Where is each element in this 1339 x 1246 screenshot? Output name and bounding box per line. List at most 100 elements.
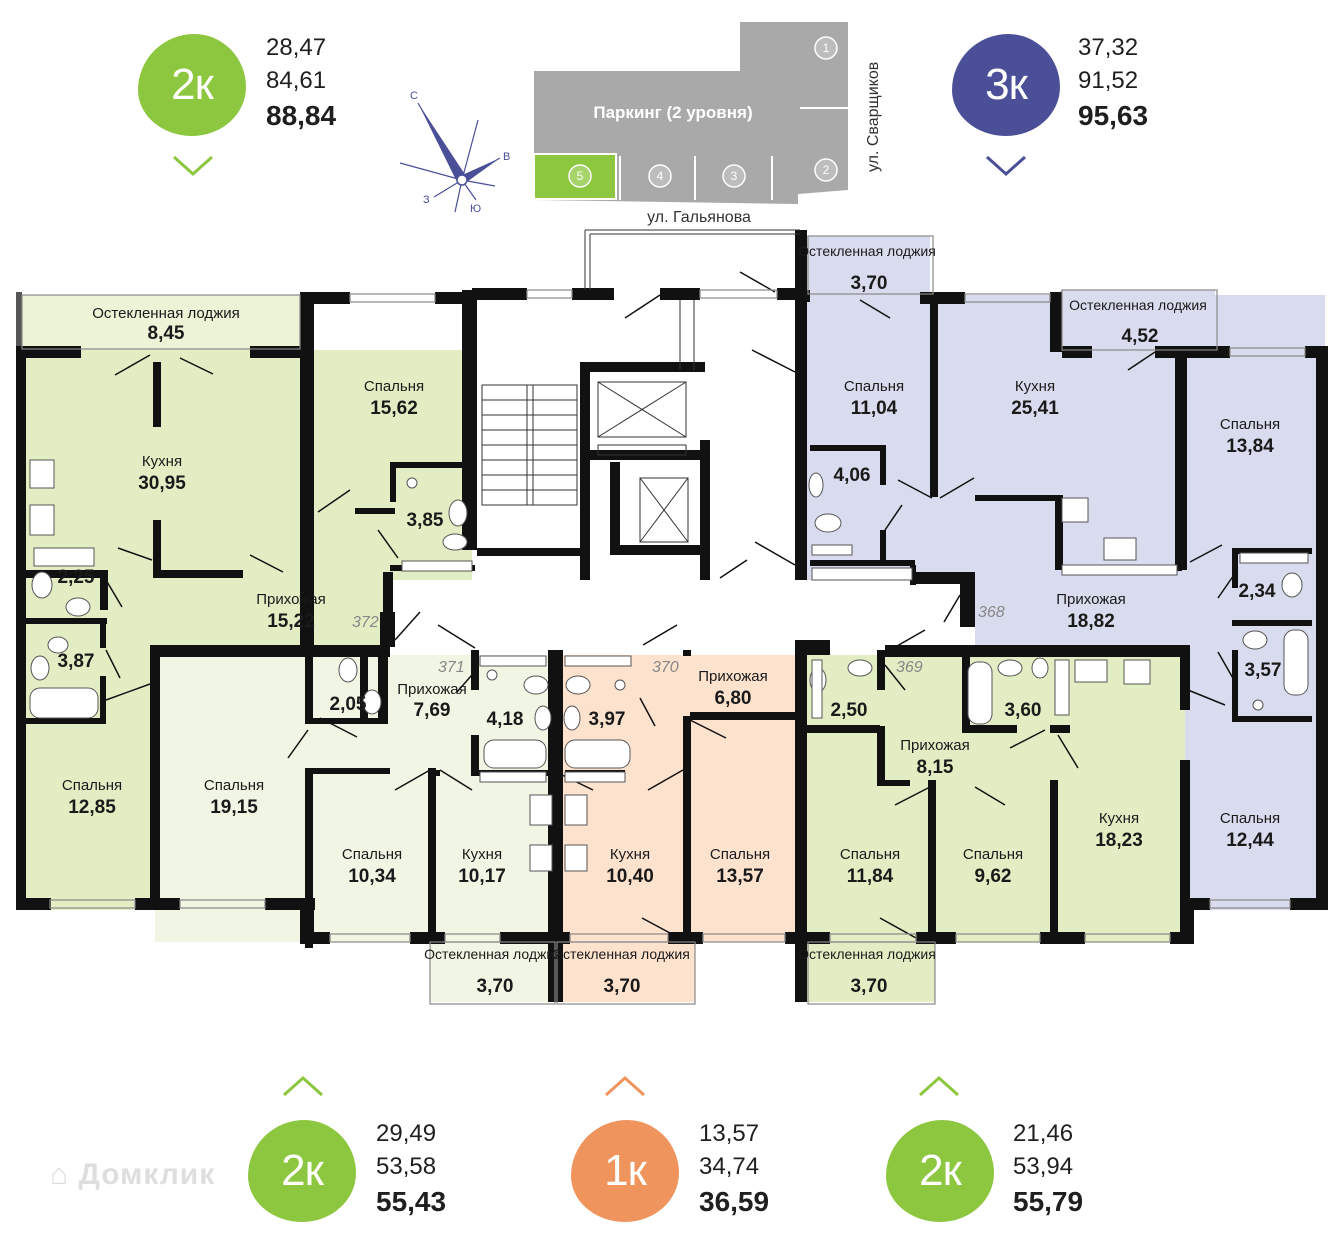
room-name: Остекленная лоджия xyxy=(1069,297,1207,313)
room-name: Кухня xyxy=(1015,378,1055,395)
bathtub-icon xyxy=(29,687,99,719)
room-name: Спальня xyxy=(342,846,402,863)
compass: С В Ю З xyxy=(399,90,510,215)
street-right: ул. Сварщиков xyxy=(865,62,882,172)
usable-area: 91,52 xyxy=(1078,67,1139,94)
room-labels: Остекленная лоджия 8,45 Кухня 30,95 Спал… xyxy=(58,243,1282,997)
washbasin-icon xyxy=(997,659,1023,677)
sink-icon xyxy=(564,794,588,826)
room-area: 3,85 xyxy=(407,510,444,531)
apartment-number: 369 xyxy=(896,659,923,676)
bathtub-icon xyxy=(967,661,993,725)
badge-blob: 2к xyxy=(138,34,246,136)
usable-area: 84,61 xyxy=(266,67,327,94)
watermark-text: Домклик xyxy=(78,1158,216,1191)
street-bottom: ул. Гальянова xyxy=(647,209,751,226)
washbasin-icon xyxy=(65,597,91,617)
room-area: 15,22 xyxy=(267,611,315,632)
badge-blob: 2к xyxy=(248,1120,356,1222)
room-area: 13,57 xyxy=(716,866,764,887)
room-name: Спальня xyxy=(963,846,1023,863)
core-details xyxy=(481,229,800,543)
room-area: 3,70 xyxy=(477,976,514,997)
toilet-icon xyxy=(814,513,842,533)
toilet-icon xyxy=(338,657,358,683)
room-area: 10,34 xyxy=(348,866,396,887)
toilet-icon xyxy=(442,533,468,551)
room-area: 2,25 xyxy=(58,567,95,588)
room-name: Прихожая xyxy=(900,737,970,754)
apartment-number: 371 xyxy=(438,659,465,676)
washbasin-icon xyxy=(563,705,581,731)
room-name: Кухня xyxy=(610,846,650,863)
washbasin-icon xyxy=(362,689,382,715)
room-area: 25,41 xyxy=(1011,398,1059,419)
living-area: 21,46 xyxy=(1013,1120,1074,1147)
room-name: Прихожая xyxy=(1056,591,1126,608)
sink-icon xyxy=(1103,537,1137,561)
living-area: 37,32 xyxy=(1078,34,1139,61)
total-area: 55,79 xyxy=(1013,1186,1084,1217)
chevron-up-icon[interactable] xyxy=(282,1074,324,1098)
chevron-down-icon[interactable] xyxy=(985,154,1027,178)
windows xyxy=(21,235,1306,1005)
room-area: 11,04 xyxy=(851,398,898,419)
room-name: Кухня xyxy=(1099,810,1139,827)
stove-icon xyxy=(1061,497,1089,523)
room-area: 8,15 xyxy=(917,757,954,778)
stove-icon xyxy=(1123,659,1151,685)
chevron-up-icon[interactable] xyxy=(604,1074,646,1098)
room-name: Спальня xyxy=(204,777,264,794)
chevron-up-icon[interactable] xyxy=(918,1074,960,1098)
total-area: 55,43 xyxy=(376,1186,447,1217)
sink-icon xyxy=(529,794,553,826)
bathtub-icon xyxy=(1283,629,1309,696)
chevron-down-icon[interactable] xyxy=(172,154,214,178)
room-name: Остекленная лоджия xyxy=(798,243,936,259)
parking-label: Паркинг (2 уровня) xyxy=(593,103,752,122)
room-area: 11,84 xyxy=(847,866,894,887)
room-area: 3,97 xyxy=(589,709,626,730)
room-name: Остекленная лоджия xyxy=(798,946,936,962)
room-area: 4,52 xyxy=(1122,326,1159,347)
room-name: Спальня xyxy=(844,378,904,395)
washbasin-icon xyxy=(534,705,552,731)
bathtub-icon xyxy=(483,739,547,769)
room-name: Спальня xyxy=(62,777,122,794)
stove-icon xyxy=(529,844,553,872)
living-area: 13,57 xyxy=(699,1120,760,1147)
room-name: Спальня xyxy=(710,846,770,863)
site-plan: Паркинг (2 уровня) 1 2 3 4 5 ул. Гальяно… xyxy=(533,22,882,226)
room-name: Прихожая xyxy=(397,681,467,698)
usable-area: 53,94 xyxy=(1013,1153,1074,1180)
living-area: 29,49 xyxy=(376,1120,437,1147)
room-area: 2,05 xyxy=(330,694,367,715)
washbasin-icon xyxy=(47,636,69,654)
apartment-fills xyxy=(22,236,1325,1002)
toilet-icon xyxy=(565,675,591,695)
toilet-icon xyxy=(31,571,53,599)
room-name: Прихожая xyxy=(256,591,326,608)
toilet-icon xyxy=(1242,630,1268,650)
room-area: 3,70 xyxy=(604,976,641,997)
room-area: 15,62 xyxy=(370,398,418,419)
room-name: Спальня xyxy=(1220,416,1280,433)
apartment-number: 370 xyxy=(652,659,679,676)
room-area: 19,15 xyxy=(210,797,258,818)
badge-blob: 1к xyxy=(571,1120,679,1222)
usable-area: 34,74 xyxy=(699,1153,760,1180)
compass-west: З xyxy=(423,194,430,206)
room-name: Кухня xyxy=(142,453,182,470)
washbasin-icon xyxy=(448,499,468,527)
room-name: Остекленная лоджия xyxy=(424,946,562,962)
room-area: 2,50 xyxy=(831,700,868,721)
room-area: 4,06 xyxy=(834,465,871,486)
apartment-number: 368 xyxy=(978,604,1005,621)
toilet-icon xyxy=(30,655,50,681)
toilet-icon xyxy=(523,675,549,695)
room-name: Спальня xyxy=(1220,810,1280,827)
section-3: 3 xyxy=(731,169,738,183)
room-area: 10,40 xyxy=(606,866,654,887)
sink-icon xyxy=(29,504,55,536)
